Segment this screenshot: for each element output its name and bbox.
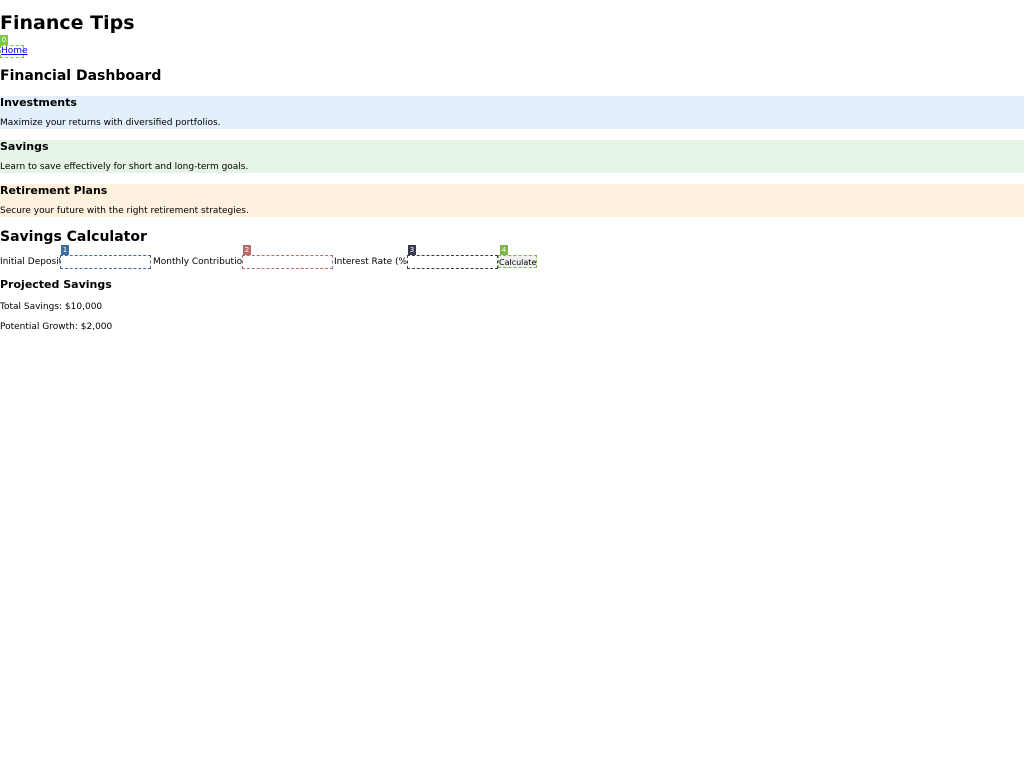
savings-card: Savings Learn to save effectively for sh… [0, 140, 1024, 173]
monthly-contribution-marker: 2 [243, 245, 251, 255]
interest-rate-marker: 3 [408, 245, 416, 255]
investments-card-title: Investments [0, 96, 77, 109]
site-title: Finance Tips [0, 12, 135, 34]
monthly-contribution-label: Monthly Contribution: [153, 257, 251, 267]
potential-growth-text: Potential Growth: $2,000 [0, 322, 113, 332]
interest-rate-label: Interest Rate (%): [334, 257, 414, 267]
initial-deposit-label: Initial Deposit: [0, 257, 66, 267]
calculate-button[interactable]: Calculate [498, 255, 537, 268]
home-link-marker: 0 [0, 35, 8, 45]
retirement-plans-card: Retirement Plans Secure your future with… [0, 184, 1024, 217]
initial-deposit-marker: 1 [61, 245, 69, 255]
retirement-plans-card-title: Retirement Plans [0, 184, 108, 197]
investments-card: Investments Maximize your returns with d… [0, 96, 1024, 129]
home-link[interactable]: Home [0, 45, 28, 58]
interest-rate-input[interactable] [407, 255, 498, 269]
projected-savings-title: Projected Savings [0, 278, 112, 291]
dashboard-title: Financial Dashboard [0, 68, 162, 84]
total-savings-text: Total Savings: $10,000 [0, 302, 103, 312]
savings-calculator-title: Savings Calculator [0, 229, 147, 245]
investments-card-text: Maximize your returns with diversified p… [0, 118, 221, 128]
savings-card-title: Savings [0, 140, 49, 153]
monthly-contribution-input[interactable] [242, 255, 333, 269]
savings-card-text: Learn to save effectively for short and … [0, 162, 249, 172]
calculate-button-marker: 4 [500, 245, 508, 255]
initial-deposit-input[interactable] [60, 255, 151, 269]
retirement-plans-card-text: Secure your future with the right retire… [0, 206, 249, 216]
